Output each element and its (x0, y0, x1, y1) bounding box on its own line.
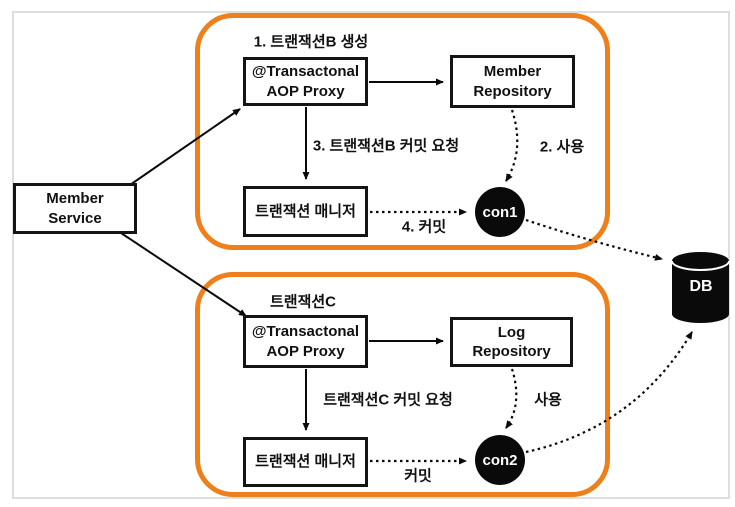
db-cylinder (671, 252, 730, 323)
member-repository-label-line1: Member (483, 63, 542, 80)
arrow-member-service-to-aop-proxy-c (120, 232, 247, 317)
db-cylinder-rim (671, 260, 730, 271)
transaction-manager-b-box: 트랜잭션 매니저 (243, 186, 368, 237)
transaction-manager-c-box: 트랜잭션 매니저 (243, 437, 368, 487)
transaction-manager-b-label: 트랜잭션 매니저 (255, 202, 356, 220)
label-step4-commit: 4. 커밋 (401, 218, 447, 236)
dotted-arrow-log-repository-to-con2 (505, 368, 518, 429)
member-service-box: Member Service (13, 183, 137, 234)
aop-proxy-b-label-line2: AOP Proxy (266, 82, 345, 100)
aop-proxy-c-label-line2: AOP Proxy (266, 342, 345, 360)
dotted-arrow-member-repository-to-con1 (505, 109, 519, 182)
db-label: DB (689, 278, 713, 295)
label-use-c: 사용 (534, 391, 562, 409)
log-repository-box: Log Repository (450, 317, 573, 367)
aop-proxy-c-label-line1: @Transactonal (251, 323, 360, 340)
transaction-b-group-outline (195, 13, 610, 250)
label-step3-commit-request-b: 3. 트랜잭션B 커밋 요청 (312, 137, 460, 155)
member-repository-box: Member Repository (450, 55, 575, 108)
arrow-member-service-to-aop-proxy-b (126, 108, 241, 188)
label-transaction-c-commit-request: 트랜잭션C 커밋 요청 (323, 391, 453, 409)
label-commit-c: 커밋 (404, 467, 432, 485)
transactional-aop-proxy-c-box: @Transactonal AOP Proxy (243, 315, 368, 368)
transactional-aop-proxy-b-box: @Transactonal AOP Proxy (243, 57, 368, 106)
aop-proxy-b-label-line1: @Transactonal (251, 63, 360, 80)
connection-con1-circle: con1 (475, 187, 525, 237)
member-service-label-line2: Service (48, 209, 102, 227)
label-step1-create-transaction-b: 1. 트랜잭션B 생성 (253, 33, 369, 51)
log-repository-label-line2: Repository (472, 343, 551, 360)
dotted-arrow-con1-to-db (525, 218, 663, 261)
con2-label: con2 (482, 451, 518, 469)
transaction-c-group-outline (195, 272, 610, 497)
label-transaction-c-title: 트랜잭션C (269, 293, 337, 311)
transaction-manager-c-label: 트랜잭션 매니저 (255, 453, 356, 471)
member-repository-label-line2: Repository (473, 82, 552, 100)
connection-con2-circle: con2 (475, 435, 525, 485)
member-service-label-line1: Member (46, 190, 104, 207)
label-step2-use: 2. 사용 (539, 138, 585, 156)
con1-label: con1 (482, 203, 518, 221)
log-repository-label-line1: Log (497, 323, 526, 341)
